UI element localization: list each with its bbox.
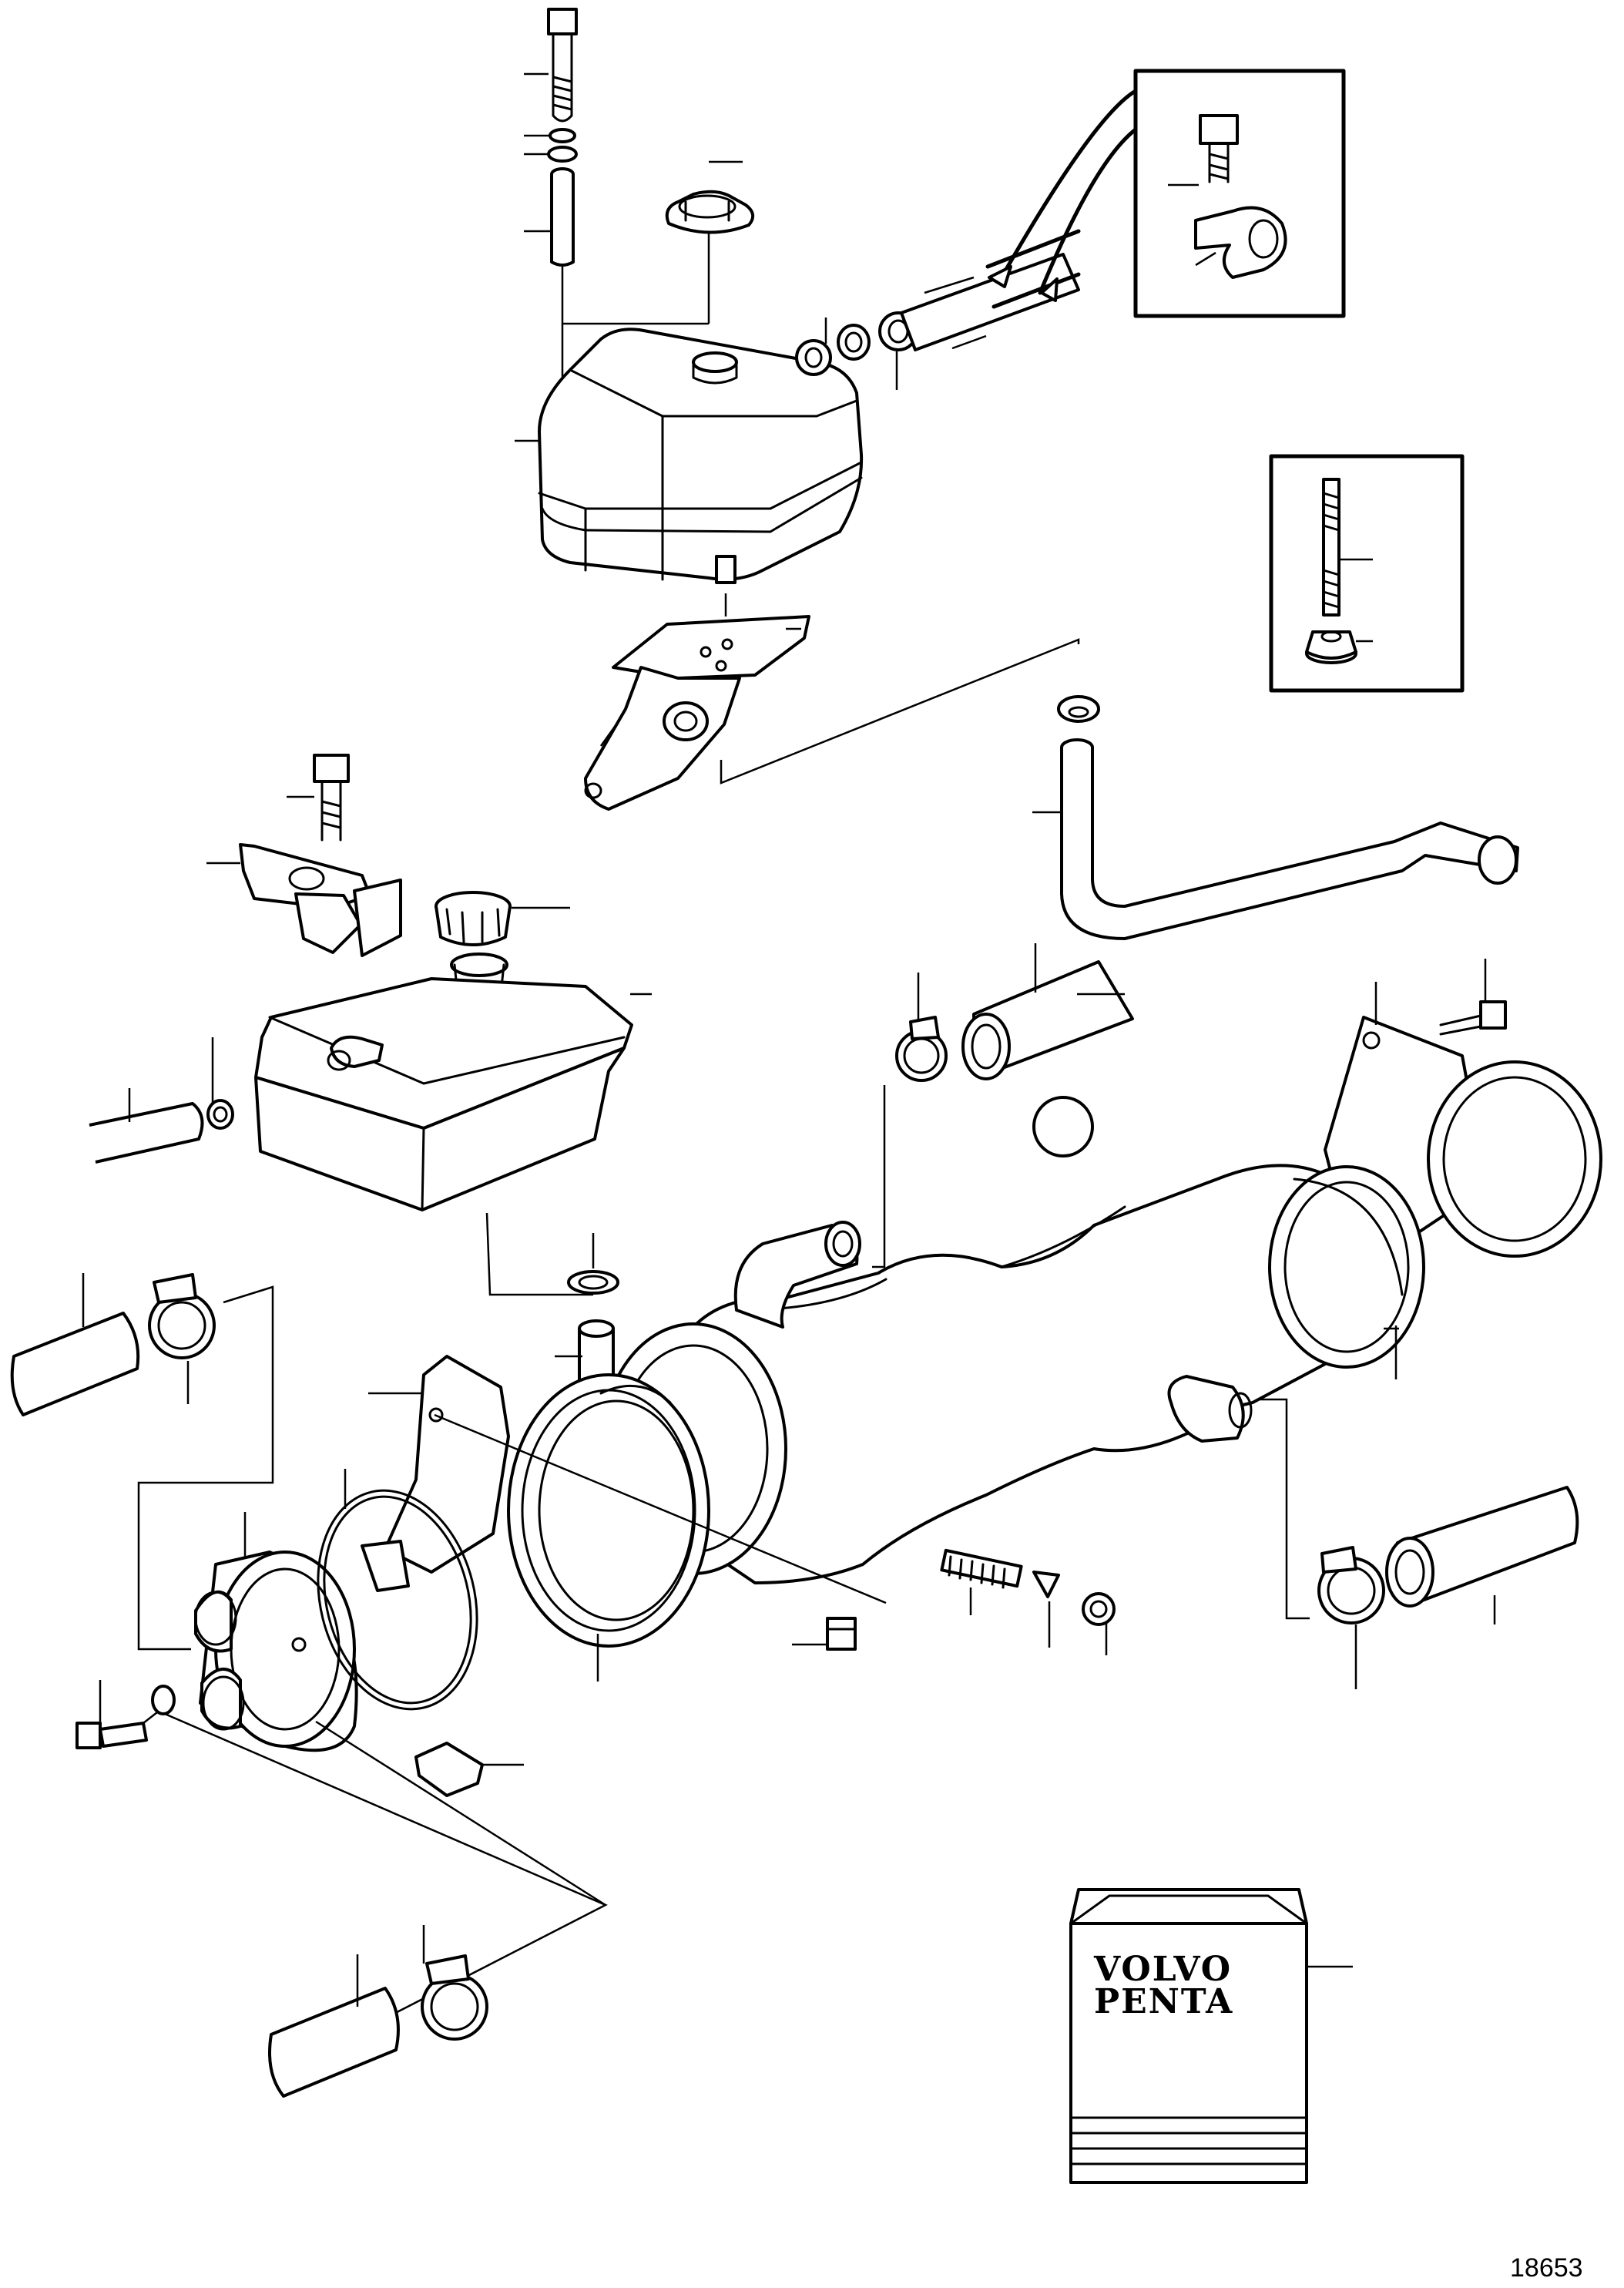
washer	[547, 146, 578, 163]
hose-center-upper	[872, 943, 1134, 1268]
leaders-top-bolt	[524, 72, 552, 233]
long-bolt	[547, 8, 578, 123]
tank-bracket	[584, 615, 810, 811]
pressure-cap	[665, 190, 755, 234]
flange-nut	[1305, 630, 1357, 664]
sealing-washer	[151, 1685, 176, 1715]
bent-pipe	[1032, 695, 1519, 940]
hose-clip	[1194, 206, 1287, 279]
hose-short-left	[89, 1037, 234, 1164]
hose-lower-right	[1317, 1486, 1579, 1689]
hose-bottom	[268, 1925, 488, 2098]
cover-bolt	[75, 1680, 148, 1749]
figure-number: 18653	[1510, 2253, 1583, 2283]
expansion-tank-upper	[538, 328, 864, 584]
clip-bolt	[1199, 114, 1239, 183]
o-ring-seal	[317, 1469, 478, 1711]
expansion-tank-lower	[254, 952, 633, 1211]
instruction-booklet: VOLVO PENTA	[1069, 1888, 1353, 2184]
detail-box-stud	[1269, 454, 1465, 693]
filler-cap-lower	[435, 891, 512, 946]
heat-exchanger-body	[599, 1164, 1425, 1584]
mounting-bolt-right	[1439, 959, 1507, 1036]
zinc-anode	[414, 1742, 524, 1797]
tank-outlet-fittings	[795, 229, 1081, 390]
detail-box-clip	[1133, 69, 1346, 318]
washer	[549, 128, 576, 143]
logo-line1: VOLVO	[1093, 1950, 1232, 1989]
bracket-bolt	[313, 754, 350, 842]
logo-line2: PENTA	[1094, 1982, 1233, 2021]
side-bracket	[368, 1355, 887, 1604]
hose-left-upper	[10, 1273, 274, 1651]
stud-bolt	[1322, 478, 1340, 617]
stud-washer-nut	[940, 1548, 1116, 1655]
drain-plug	[792, 1617, 857, 1651]
tank-bracket-left	[239, 843, 402, 957]
large-hose-clamp	[507, 1373, 710, 1682]
rubber-plug	[1032, 1096, 1094, 1157]
spacer-sleeve	[550, 167, 575, 267]
routing-arrow	[999, 89, 1138, 295]
